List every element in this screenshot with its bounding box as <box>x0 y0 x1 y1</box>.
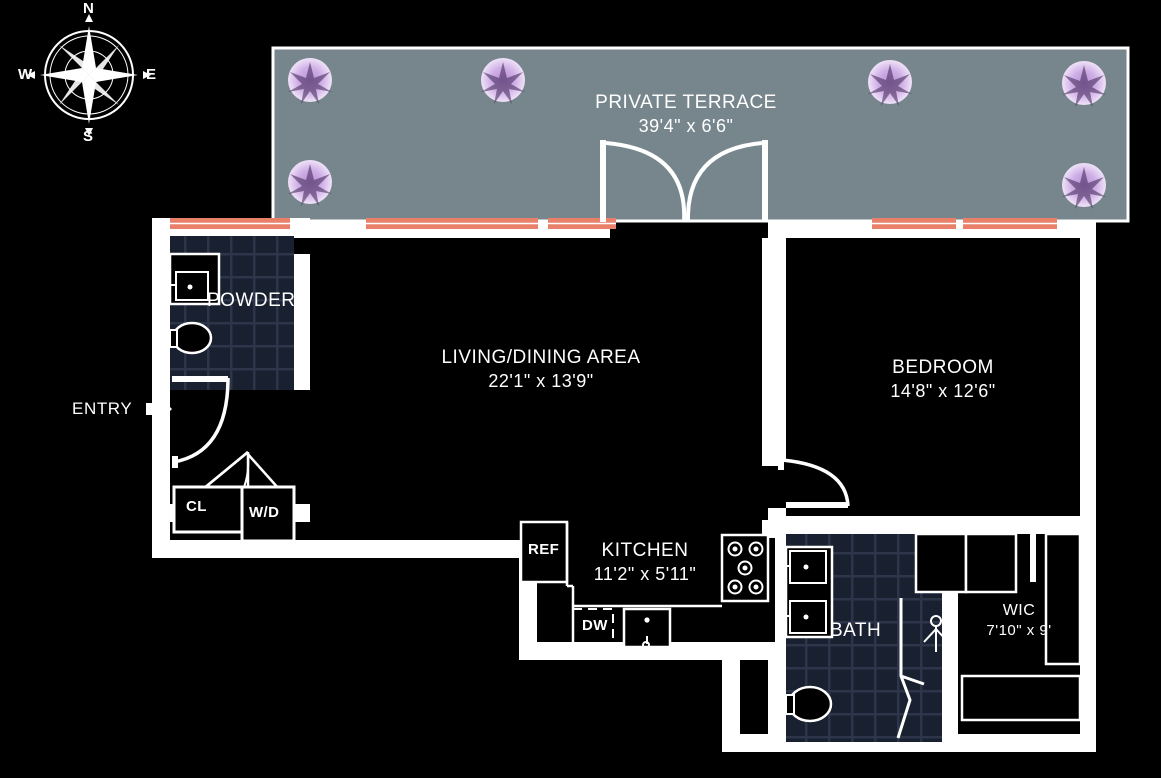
plant-icon <box>288 160 332 206</box>
bath-fixtures <box>784 520 949 739</box>
plant-icon <box>1062 61 1106 107</box>
shower-icon <box>896 598 949 739</box>
private-terrace-area <box>271 46 1130 223</box>
plant-icon <box>288 58 332 104</box>
toilet-icon <box>169 321 213 355</box>
plant-icon <box>481 58 525 104</box>
windows <box>170 218 1057 229</box>
bath-door-threshold <box>874 520 940 525</box>
terrace-plants <box>288 58 1106 209</box>
plant-icon <box>1062 163 1106 209</box>
plant-icon <box>868 60 912 106</box>
bedroom-door[interactable] <box>778 456 850 508</box>
kitchen-fixtures <box>519 520 770 649</box>
dishwasher-icon <box>572 608 614 644</box>
entry-arrow-icon <box>146 397 172 421</box>
compass-rose <box>27 14 151 136</box>
window-sash <box>872 218 956 229</box>
double-vanity-icon <box>784 545 834 639</box>
window-sash <box>548 218 616 229</box>
window-sash <box>963 218 1057 229</box>
terrace-french-doors[interactable] <box>600 140 768 223</box>
bedroom-closet-bank <box>914 532 1018 594</box>
sink-vanity-icon <box>168 252 221 306</box>
refrigerator-icon <box>519 520 569 584</box>
toilet-icon <box>785 685 833 723</box>
kitchen-sink-icon <box>622 607 672 649</box>
powder-fixtures <box>168 252 221 355</box>
closet-box <box>172 485 244 534</box>
washer-dryer-box <box>240 485 296 543</box>
window-sash <box>366 218 538 229</box>
window-sash <box>170 218 290 229</box>
entry-door[interactable] <box>172 376 230 468</box>
cooktop-icon <box>720 533 770 603</box>
wic-shelving <box>960 532 1082 722</box>
